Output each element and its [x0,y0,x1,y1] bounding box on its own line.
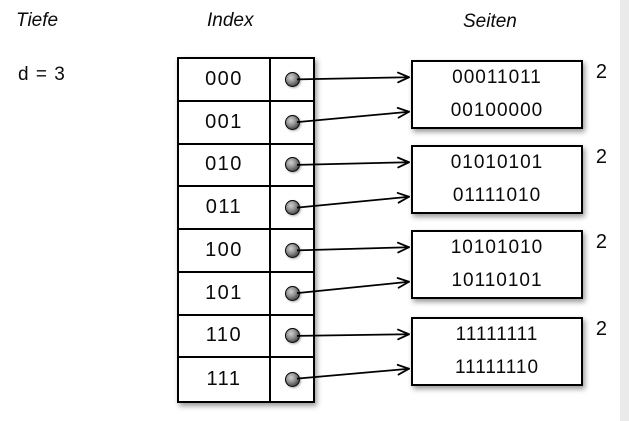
page-entry: 00011011 [452,67,542,89]
right-edge-strip [620,0,629,421]
arrowhead-icon [396,106,410,113]
page-entry: 00100000 [450,99,544,121]
index-row: 111 [179,358,313,401]
arrowhead-icon [397,246,410,254]
index-table: 000 001 010 011 100 101 110 111 [177,57,315,403]
arrowhead-icon [397,328,410,336]
pointer-dot-icon [284,157,300,173]
index-entry-label: 010 [205,153,243,176]
arrowhead-icon [396,192,410,198]
page-box: 10101010 10110101 2 [411,230,607,299]
page-entry: 10101010 [450,237,544,259]
index-pointer-cell [269,187,313,228]
local-depth-label: 2 [595,61,607,83]
page-entry: 10110101 [451,269,543,291]
local-depth-label: 2 [595,231,607,253]
arrowhead-icon [397,280,410,289]
index-entry-label: 011 [205,196,243,219]
global-depth-label: d = 3 [18,64,66,85]
index-row: 011 [179,187,313,230]
page-box: 00011011 00100000 2 [411,60,607,129]
page-entry: 11111111 [455,324,539,346]
index-entry-label: 110 [205,324,243,347]
index-pointer-cell [269,144,313,186]
pointer-dot-icon [284,242,300,258]
index-row: 110 [179,315,313,359]
arrowhead-icon [397,367,410,376]
tiefe-column-header: Tiefe [16,10,59,31]
pointer-dot-icon [284,200,300,216]
arrowhead-icon [397,71,410,79]
index-pointer-cell [269,59,313,100]
index-pointer-cell [269,230,313,271]
index-pointer-cell [269,358,313,401]
page-box: 11111111 11111110 2 [411,317,607,386]
index-row: 101 [179,272,313,316]
pointer-dot-icon [284,114,300,130]
index-row: 100 [179,230,313,273]
pointer-dot-icon [284,372,300,388]
pointer-dot-icon [284,285,300,301]
page-box: 01010101 01111010 2 [411,145,607,214]
local-depth-label: 2 [595,318,607,340]
arrowhead-icon [396,277,410,283]
index-row: 010 [179,144,313,188]
arrowhead-icon [397,156,410,164]
arrowhead-icon [397,76,410,84]
arrowhead-icon [397,161,410,169]
index-row: 001 [179,101,313,145]
page-entry: 01010101 [450,152,544,174]
pointer-dot-icon [284,328,300,344]
arrowhead-icon [397,195,410,204]
index-entry-label: 111 [206,368,242,391]
pointer-dot-icon [284,71,300,87]
index-row: 000 [179,59,313,102]
page-entry: 11111110 [454,356,540,378]
page-entry: 01111010 [452,184,542,206]
arrowhead-icon [396,363,410,370]
index-pointer-cell [269,101,313,143]
index-pointer-cell [269,272,313,314]
seiten-column-header: Seiten [463,11,517,32]
local-depth-label: 2 [595,146,607,168]
index-pointer-cell [269,315,313,357]
index-entry-label: 001 [205,110,243,133]
arrowhead-icon [397,241,410,249]
index-column-header: Index [207,10,254,31]
arrowhead-icon [397,333,410,341]
index-entry-label: 101 [205,281,243,304]
arrowhead-icon [397,110,410,119]
index-entry-label: 000 [205,67,243,90]
index-entry-label: 100 [205,238,243,261]
